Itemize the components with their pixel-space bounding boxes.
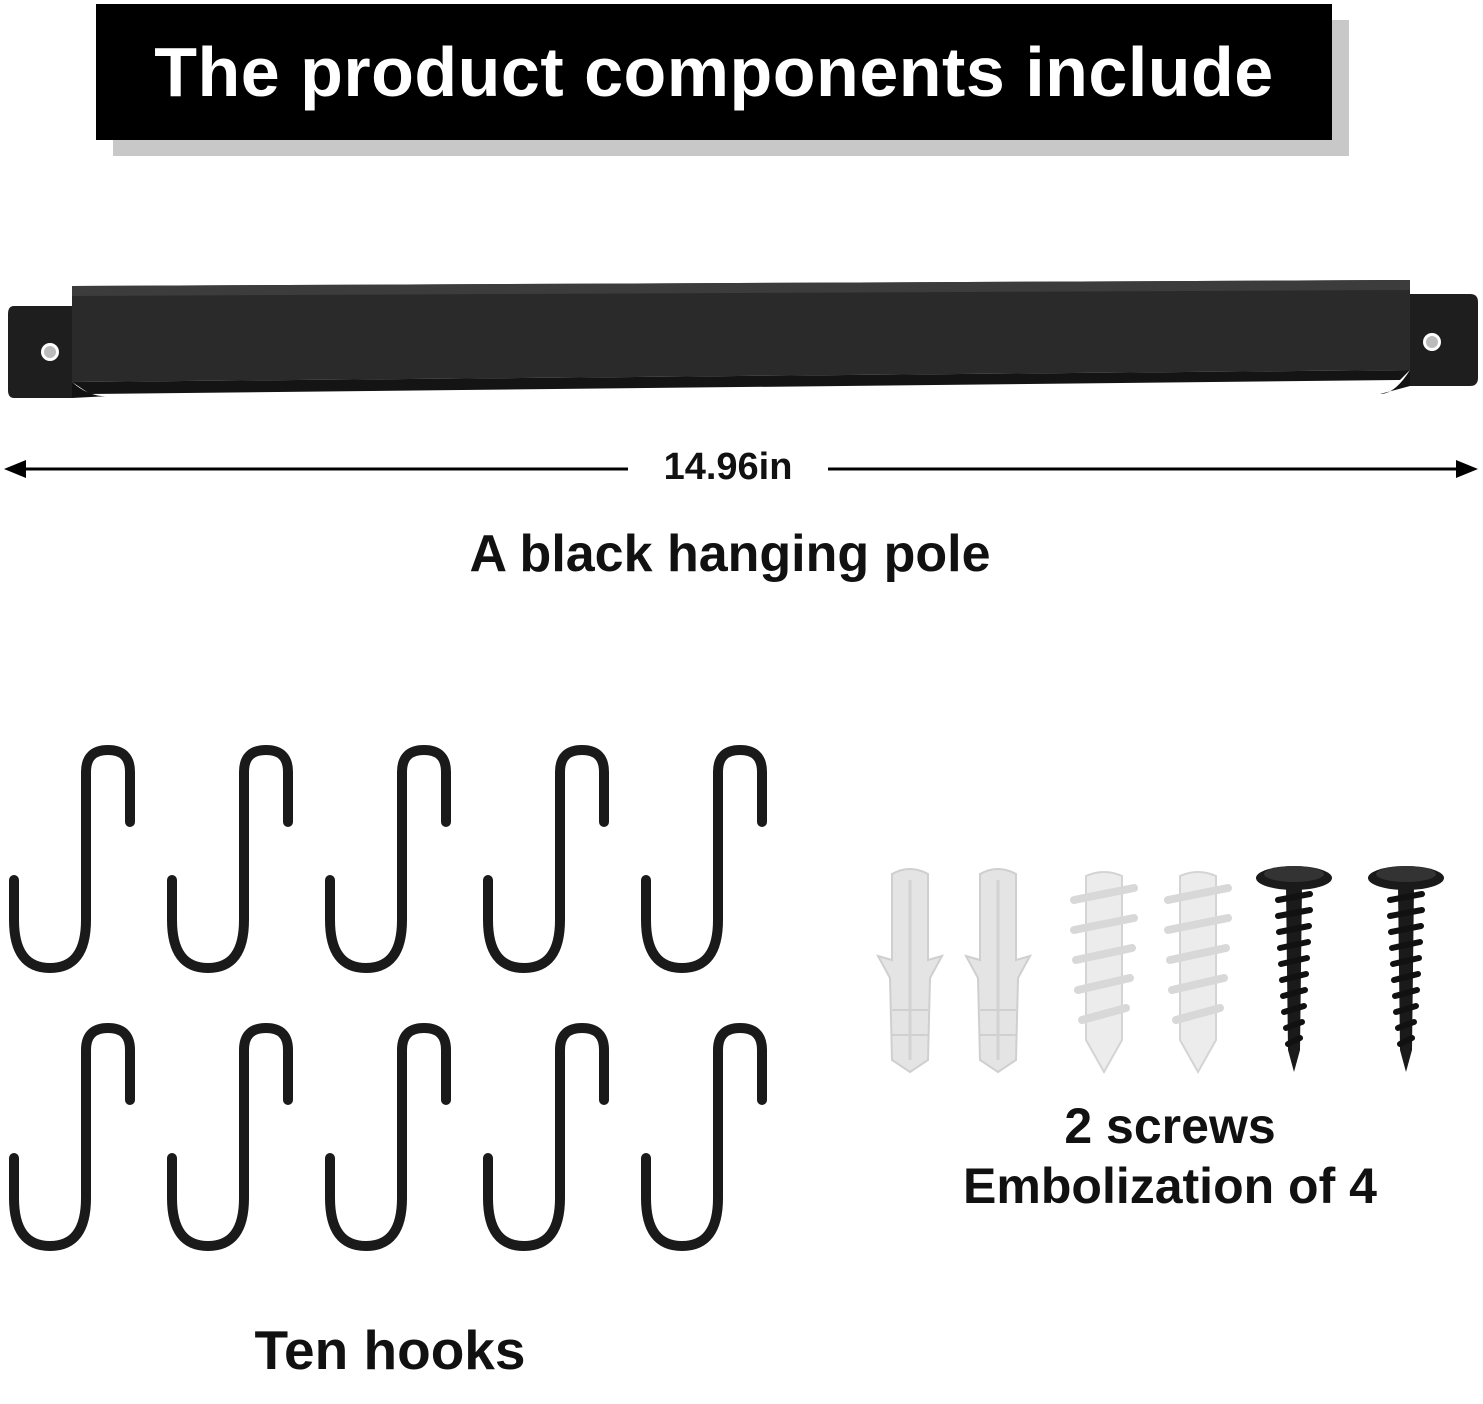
hook-icon <box>330 750 446 968</box>
hardware-image <box>870 860 1470 1090</box>
dimension-label: 14.96in <box>628 446 828 489</box>
hook-icon <box>14 1028 130 1246</box>
title-banner: The product components include <box>96 4 1332 140</box>
hook-icon <box>488 750 604 968</box>
hanging-pole-image <box>0 270 1483 410</box>
hardware-caption: 2 screws Embolization of 4 <box>900 1096 1440 1216</box>
pole-caption: A black hanging pole <box>469 525 991 583</box>
hook-icon <box>646 750 762 968</box>
page-title: The product components include <box>154 33 1274 111</box>
wall-anchor-icon <box>964 867 1032 1074</box>
hardware-caption-line2: Embolization of 4 <box>963 1158 1377 1214</box>
hook-icon <box>172 750 288 968</box>
hooks-grid <box>0 740 780 1300</box>
screw-icon <box>1368 866 1444 1072</box>
hardware-caption-line1: 2 screws <box>1064 1098 1276 1154</box>
hook-icon <box>14 750 130 968</box>
wall-anchor-icon <box>876 867 944 1074</box>
wall-anchor-icon <box>1074 872 1134 1072</box>
hook-icon <box>172 1028 288 1246</box>
hooks-caption: Ten hooks <box>254 1319 526 1381</box>
hook-icon <box>330 1028 446 1246</box>
hook-icon <box>646 1028 762 1246</box>
dimension-line: 14.96in <box>0 440 1483 500</box>
wall-anchor-icon <box>1168 872 1228 1072</box>
screw-icon <box>1256 866 1332 1072</box>
hook-icon <box>488 1028 604 1246</box>
